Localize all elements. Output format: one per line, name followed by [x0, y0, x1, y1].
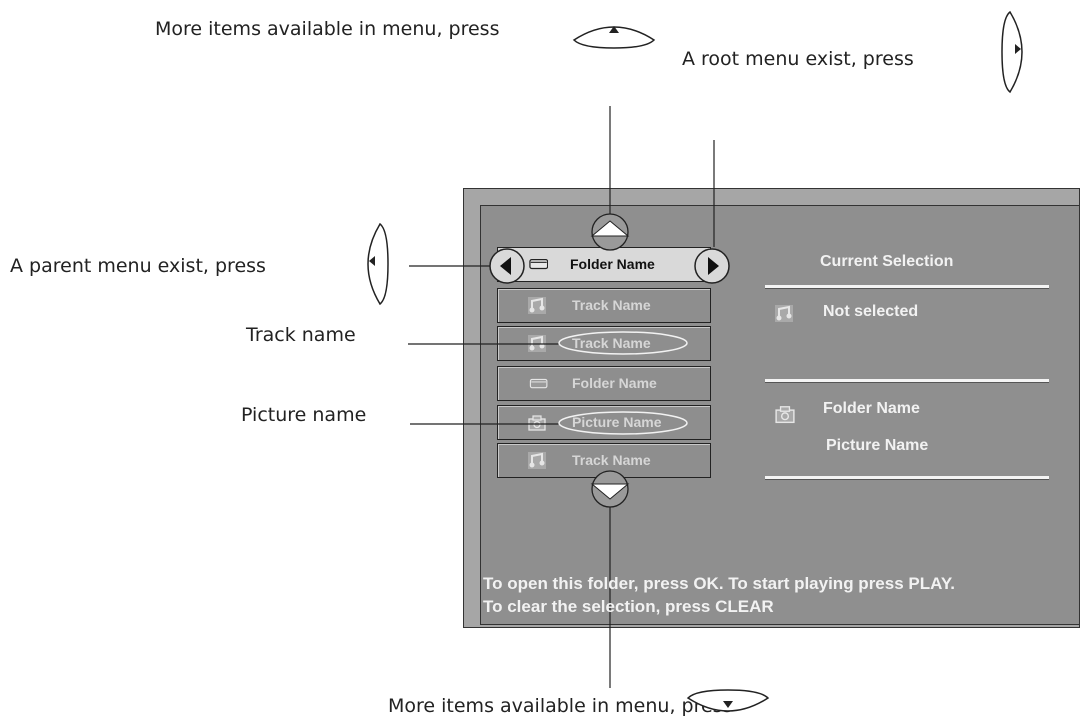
menu-item-label: Track Name — [572, 452, 651, 468]
help-text-line-2: To clear the selection, press CLEAR — [483, 597, 774, 616]
parent-menu-callout: A parent menu exist, press — [10, 255, 266, 277]
scroll-up-indicator[interactable] — [590, 213, 630, 251]
picture-icon — [775, 406, 795, 424]
divider — [765, 476, 1049, 479]
menu-item-folder[interactable]: Folder Name — [497, 366, 711, 401]
selection-status: Not selected — [823, 303, 919, 320]
divider — [765, 379, 1049, 382]
track-name-highlight — [558, 331, 688, 355]
menu-item-track[interactable]: Track Name — [497, 288, 711, 323]
folder-icon — [529, 259, 548, 270]
right-key-icon — [1001, 10, 1023, 94]
picture-name-highlight — [558, 411, 688, 435]
parent-menu-button[interactable] — [489, 248, 525, 284]
selected-folder-name: Folder Name — [823, 400, 920, 417]
current-selection-heading: Current Selection — [820, 253, 954, 270]
divider — [765, 285, 1049, 288]
down-key-icon — [686, 689, 770, 712]
menu-item-label: Track Name — [572, 335, 651, 351]
folder-icon — [529, 378, 548, 389]
left-key-icon — [367, 222, 389, 306]
up-key-icon — [572, 26, 656, 49]
menu-item-label: Track Name — [572, 297, 651, 313]
selected-picture-name: Picture Name — [826, 437, 929, 454]
track-name-callout: Track name — [246, 324, 356, 346]
music-note-icon — [528, 297, 546, 314]
music-note-icon — [528, 452, 546, 469]
root-menu-button[interactable] — [694, 248, 730, 284]
more-items-up-callout: More items available in menu, press — [155, 18, 500, 40]
music-note-icon — [775, 305, 793, 322]
scroll-down-indicator[interactable] — [590, 470, 630, 508]
picture-name-callout: Picture name — [241, 404, 367, 426]
help-text-line-1: To open this folder, press OK. To start … — [483, 574, 956, 593]
menu-item-label: Picture Name — [572, 414, 662, 430]
root-menu-callout: A root menu exist, press — [682, 48, 914, 70]
more-items-down-callout: More items available in menu, press — [388, 695, 733, 717]
menu-item-label: Folder Name — [572, 375, 657, 391]
menu-item-label: Folder Name — [570, 256, 655, 272]
